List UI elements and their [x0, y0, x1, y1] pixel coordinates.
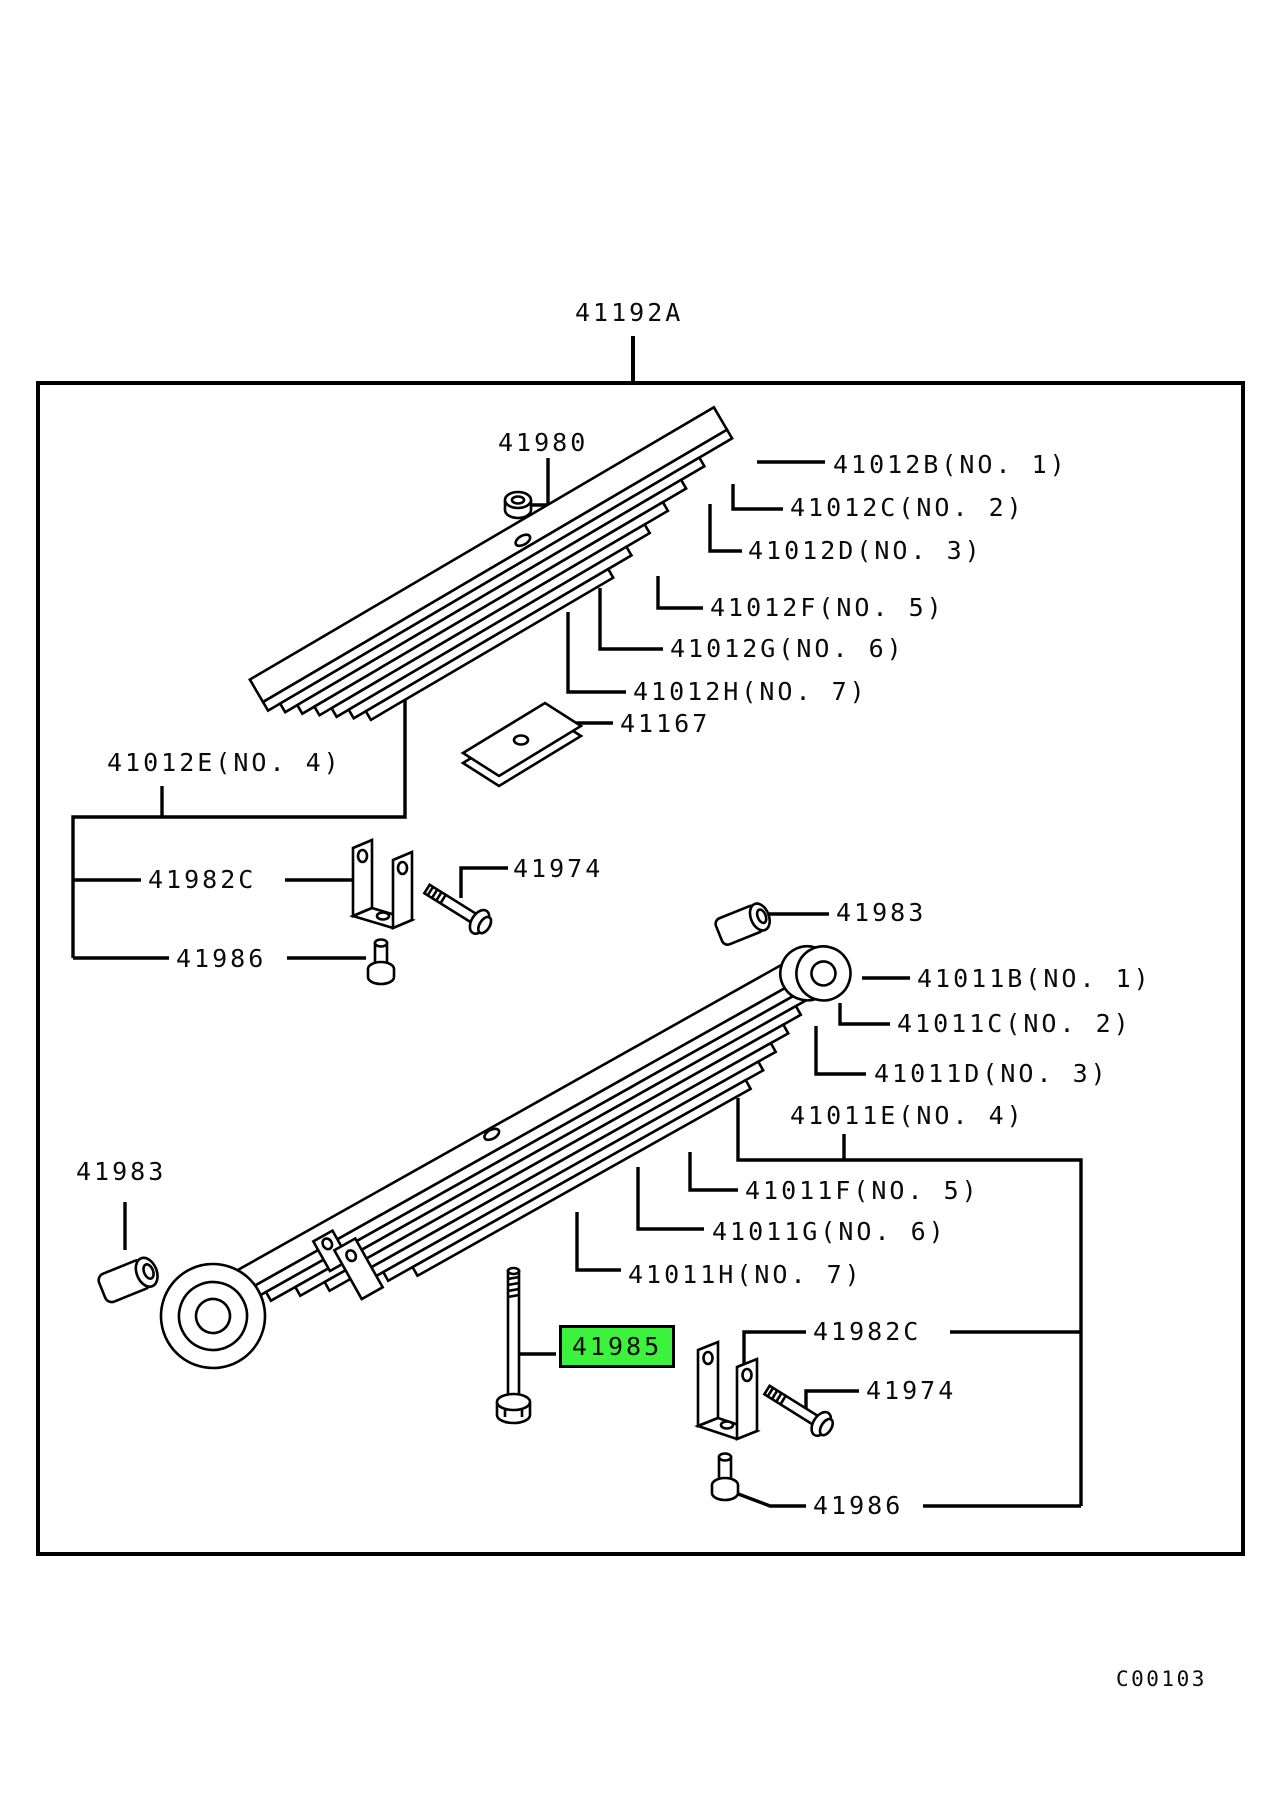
- part-label-41983-lower: 41983: [76, 1157, 167, 1186]
- spring-eye-front: [159, 1262, 267, 1370]
- part-label-41980: 41980: [498, 428, 589, 457]
- leaf-clips: [311, 1228, 385, 1301]
- bolt-41974-lower-drawing: [762, 1383, 835, 1438]
- part-label-41012c-no2: 41012C(NO. 2): [790, 493, 1025, 522]
- center-bolt-hole: [483, 1127, 501, 1142]
- part-label-41011f-no5: 41011F(NO. 5): [745, 1176, 980, 1205]
- figure-number-label: 41192A: [575, 298, 684, 327]
- nut-41980-drawing: [503, 490, 533, 520]
- diagram-frame: [36, 381, 1245, 1556]
- part-label-41167: 41167: [620, 709, 711, 738]
- lower-leader-lines: [123, 976, 1083, 1508]
- upper-leader-lines: [71, 458, 829, 960]
- part-label-41012d-no3: 41012D(NO. 3): [748, 536, 983, 565]
- part-label-41011c-no2: 41011C(NO. 2): [897, 1009, 1132, 1038]
- highlighted-part-41985[interactable]: 41985: [559, 1325, 675, 1368]
- part-label-41011g-no6: 41011G(NO. 6): [712, 1217, 947, 1246]
- part-label-41986-lower: 41986: [813, 1491, 904, 1520]
- part-label-41012g-no6: 41012G(NO. 6): [670, 634, 905, 663]
- pad-41167-drawing: [460, 701, 584, 788]
- lower-leaf-spring-drawing: [159, 945, 852, 1370]
- bushing-41983-lower-drawing: [97, 1256, 159, 1304]
- part-label-41012f-no5: 41012F(NO. 5): [710, 593, 945, 622]
- part-label-41982c-lower: 41982C: [813, 1317, 922, 1346]
- spring-eye-rear: [779, 945, 852, 1002]
- center-bolt-41985-drawing: [495, 1266, 532, 1425]
- part-label-41983-upper: 41983: [836, 898, 927, 927]
- part-label-41982c-upper: 41982C: [148, 865, 257, 894]
- part-label-41011d-no3: 41011D(NO. 3): [874, 1059, 1109, 1088]
- rivet-41986-lower-drawing: [710, 1452, 740, 1502]
- bolt-41974-upper-drawing: [422, 882, 493, 935]
- part-label-41974-upper: 41974: [513, 854, 604, 883]
- part-label-41011b-no1: 41011B(NO. 1): [917, 964, 1152, 993]
- part-label-41011e-no4: 41011E(NO. 4): [790, 1101, 1025, 1130]
- rivet-41986-upper-drawing: [366, 938, 396, 986]
- shackle-bracket-41982c-lower-drawing: [694, 1340, 761, 1441]
- part-label-41986-upper: 41986: [176, 944, 267, 973]
- shackle-bracket-41982c-upper-drawing: [349, 838, 416, 930]
- center-bolt-hole: [514, 533, 532, 548]
- part-label-41012e-no4: 41012E(NO. 4): [107, 748, 342, 777]
- drawing-code-label: C00103: [1116, 1667, 1207, 1691]
- bushing-41983-upper-drawing: [714, 902, 771, 946]
- part-label-41012h-no7: 41012H(NO. 7): [633, 677, 868, 706]
- part-label-41974-lower: 41974: [866, 1376, 957, 1405]
- part-label-41012b-no1: 41012B(NO. 1): [833, 450, 1068, 479]
- upper-leaf-spring-drawing: [248, 405, 734, 722]
- part-label-41011h-no7: 41011H(NO. 7): [628, 1260, 863, 1289]
